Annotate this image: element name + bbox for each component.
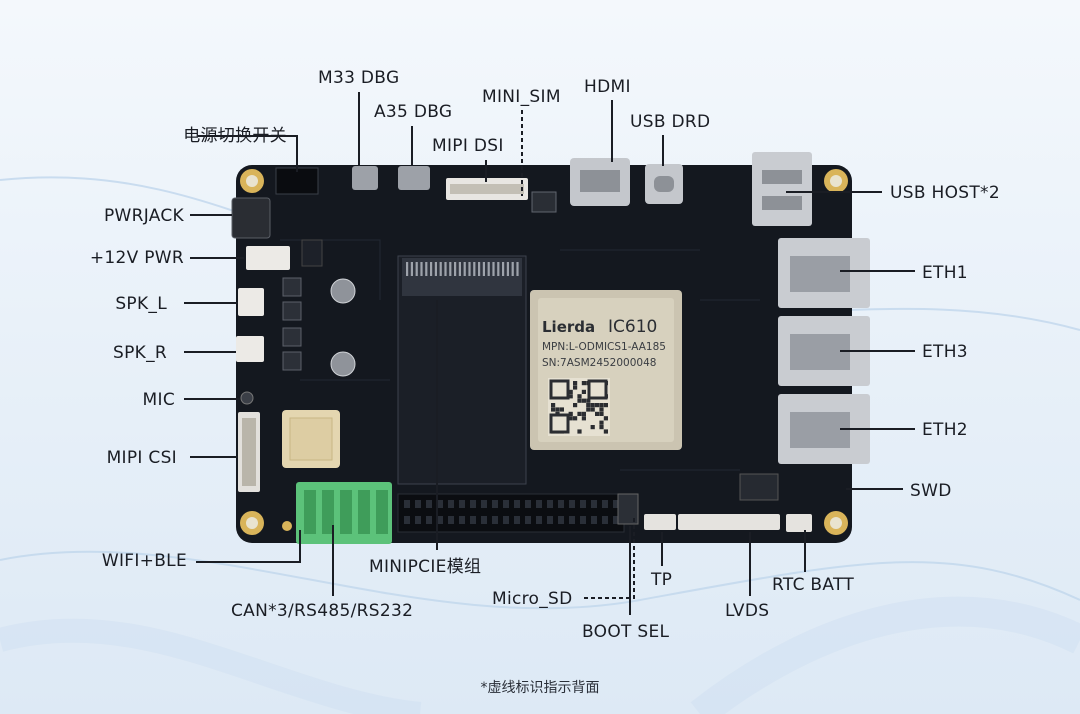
label-spk-l: SPK_L — [115, 294, 167, 314]
antenna-pad — [282, 521, 292, 531]
label-usb-drd: USB DRD — [630, 112, 711, 132]
leader-line — [198, 135, 298, 172]
spk-l-connector — [238, 288, 264, 316]
label-minipcie: MINIPCIE模组 — [369, 557, 482, 577]
mini-sim-slot — [531, 191, 557, 213]
label-swd: SWD — [910, 481, 952, 501]
label-eth3: ETH3 — [922, 342, 968, 362]
label-eth1: ETH1 — [922, 263, 968, 283]
label-rtc-batt: RTC BATT — [772, 575, 855, 595]
label-wifi-ble: WIFI+BLE — [101, 551, 187, 571]
label-eth2: ETH2 — [922, 420, 968, 440]
module-brand: Lierda — [542, 318, 595, 336]
module-sn: SN:7ASM2452000048 — [542, 357, 656, 369]
a35-dbg-connector — [398, 166, 430, 190]
label-pwrjack: PWRJACK — [103, 206, 184, 226]
leader-line — [196, 530, 301, 563]
leader-lines — [184, 92, 915, 615]
label-can-rs: CAN*3/RS485/RS232 — [231, 601, 414, 621]
label-mic: MIC — [142, 390, 175, 410]
label-lvds: LVDS — [725, 601, 770, 621]
label-spk-r: SPK_R — [112, 343, 167, 363]
label-mini-sim: MINI_SIM — [482, 87, 561, 107]
label-usb-host: USB HOST*2 — [890, 183, 1000, 203]
label-hdmi: HDMI — [584, 77, 631, 97]
label-mipi-csi: MIPI CSI — [106, 448, 177, 468]
label-mipi-dsi: MIPI DSI — [432, 136, 504, 156]
label-power-switch: 电源切换开关 — [183, 126, 287, 146]
capacitor — [330, 278, 356, 304]
capacitor — [330, 351, 356, 377]
lvds-connector — [678, 514, 780, 530]
pwr12v-connector — [246, 246, 290, 270]
usb-host-connector — [752, 152, 812, 226]
label-m33-dbg: M33 DBG — [318, 68, 400, 88]
label-pwr12v: +12V PWR — [89, 248, 184, 268]
power-switch-part — [275, 167, 319, 195]
boot-sel-switch — [617, 493, 639, 525]
label-tp: TP — [651, 570, 673, 590]
tp-connector — [644, 514, 676, 530]
label-a35-dbg: A35 DBG — [374, 102, 453, 122]
mic-part — [240, 391, 254, 405]
swd-connector — [739, 473, 779, 501]
module-model: IC610 — [608, 317, 657, 337]
qr-code-icon — [548, 378, 610, 436]
module-mpn: MPN:L-ODMICS1-AA185 — [542, 341, 666, 353]
gpio-header — [397, 493, 625, 533]
label-boot-sel: BOOT SEL — [582, 622, 670, 642]
pwrjack-part — [231, 197, 271, 239]
m33-dbg-connector — [352, 166, 378, 190]
coil-array — [282, 277, 302, 371]
footnote: *虚线标识指示背面 — [480, 680, 600, 696]
label-micro-sd: Micro_SD — [492, 589, 573, 609]
spk-r-connector — [236, 336, 264, 362]
rtc-batt-connector — [786, 514, 812, 532]
leader-line — [584, 516, 635, 599]
